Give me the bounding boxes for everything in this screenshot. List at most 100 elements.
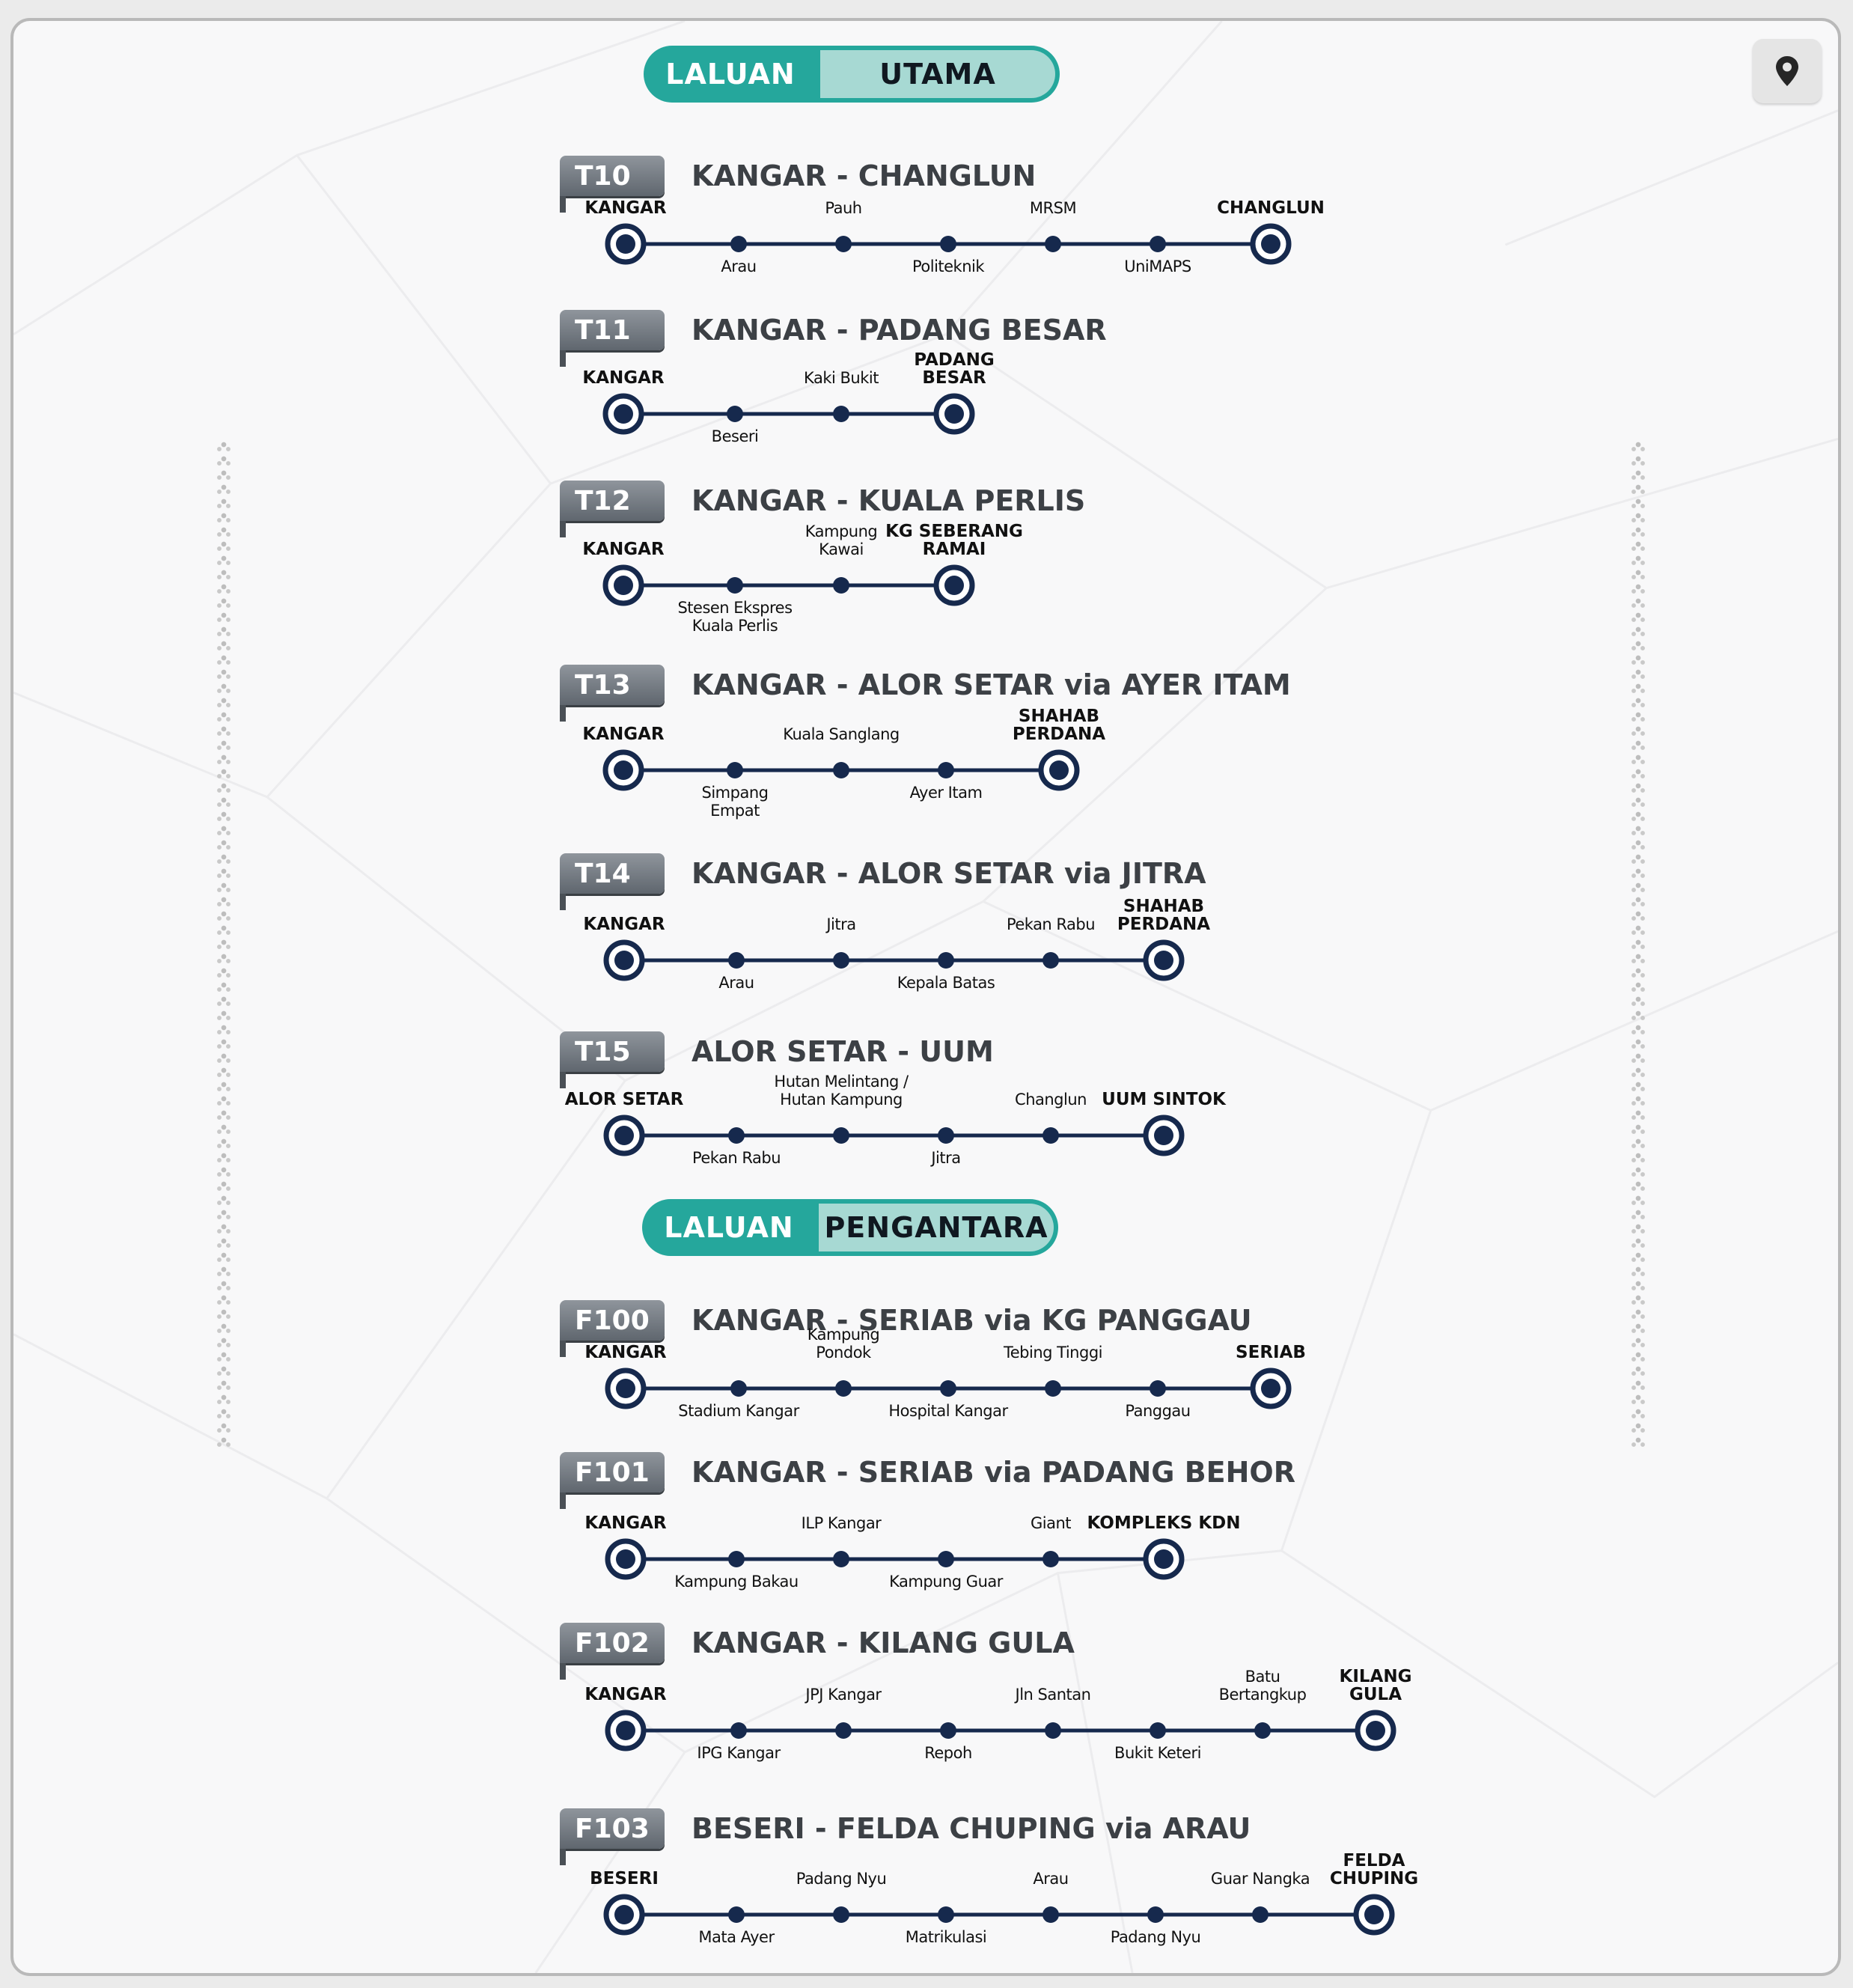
terminal-stop-core: [944, 404, 964, 424]
stop-label: Panggau: [1125, 1402, 1191, 1420]
stop-marker: [835, 1722, 852, 1739]
terminal-stop-core: [614, 1905, 634, 1924]
stop-label: Pekan Rabu: [1006, 915, 1096, 933]
stop-label: Padang Nyu: [796, 1870, 887, 1888]
route-code-tab-fold: [560, 894, 566, 910]
stop-marker: [730, 1722, 747, 1739]
stop-marker: [1045, 1380, 1061, 1397]
terminal-stop-core: [1261, 1379, 1280, 1398]
terminal-stop-core: [1154, 951, 1173, 970]
route-line-diagram: [605, 223, 1292, 265]
stop-label: Mata Ayer: [698, 1928, 775, 1946]
route-code-tab-fold: [560, 1492, 566, 1509]
terminal-stop-core: [616, 234, 635, 254]
route-code-badge: F100: [560, 1300, 665, 1341]
route-line-diagram: [603, 939, 1185, 981]
route-code-tab-fold: [560, 196, 566, 213]
stop-label: Kampung Kawai: [805, 522, 878, 558]
terminal-stop-core: [1261, 234, 1280, 254]
stop-marker: [938, 762, 954, 778]
stop-marker: [1252, 1906, 1269, 1923]
stop-marker: [940, 236, 956, 252]
terminal-stop-label: KILANG GULA: [1339, 1667, 1412, 1704]
stop-marker: [938, 952, 954, 969]
stop-marker: [938, 1551, 954, 1567]
route-code-badge: T13: [560, 665, 665, 705]
stop-label: Kampung Guar: [889, 1573, 1003, 1591]
terminal-stop-label: SERIAB: [1236, 1343, 1306, 1362]
stop-marker: [1150, 236, 1166, 252]
route-code-tab-fold: [560, 521, 566, 537]
route-line-diagram: [603, 1894, 1395, 1936]
terminal-stop-label: CHANGLUN: [1217, 198, 1325, 218]
background-pattern: [13, 21, 1838, 1973]
stop-marker: [1045, 236, 1061, 252]
stop-label: Guar Nangka: [1210, 1870, 1310, 1888]
route-title: KANGAR - CHANGLUN: [692, 159, 1037, 192]
stop-marker: [728, 1551, 745, 1567]
terminal-stop-label: KANGAR: [582, 725, 665, 744]
route-code-tab-fold: [560, 1341, 566, 1357]
terminal-stop-label: KANGAR: [582, 540, 665, 559]
terminal-stop-core: [1366, 1721, 1385, 1740]
stop-label: Simpang Empat: [701, 784, 769, 820]
stop-label: Ayer Itam: [909, 784, 983, 802]
stop-label: Beseri: [711, 427, 759, 445]
stop-marker: [728, 952, 745, 969]
stop-marker: [1045, 1722, 1061, 1739]
stop-marker: [1042, 1906, 1059, 1923]
stop-marker: [1042, 1551, 1059, 1567]
stop-marker: [835, 236, 852, 252]
route-line-diagram: [602, 393, 975, 435]
stop-marker: [940, 1380, 956, 1397]
terminal-stop-label: KANGAR: [584, 198, 667, 218]
location-button[interactable]: [1753, 39, 1822, 103]
terminal-stop-core: [1049, 760, 1069, 780]
terminal-stop-core: [1364, 1905, 1384, 1924]
route-title: KANGAR - KUALA PERLIS: [692, 484, 1086, 517]
map-pin-icon: [1776, 56, 1798, 86]
section-label-right: UTAMA: [820, 50, 1055, 98]
terminal-stop-label: SHAHAB PERDANA: [1012, 707, 1106, 744]
stop-label: Arau: [721, 257, 757, 275]
route-code-badge: F102: [560, 1623, 665, 1663]
route-title: KANGAR - ALOR SETAR via JITRA: [692, 857, 1206, 890]
terminal-stop-label: KANGAR: [584, 1343, 667, 1362]
section-header-utama: LALUAN UTAMA: [591, 46, 1112, 126]
stop-label: IPG Kangar: [697, 1744, 781, 1762]
stop-marker: [938, 1906, 954, 1923]
stop-label: Kaki Bukit: [804, 369, 879, 387]
section-label-left: LALUAN: [664, 1211, 794, 1244]
route-map-card: [10, 18, 1841, 1976]
route-title: BESERI - FELDA CHUPING via ARAU: [692, 1812, 1251, 1845]
terminal-stop-core: [1154, 1549, 1173, 1569]
route-code-tab-fold: [560, 1663, 566, 1680]
stop-label: Kepala Batas: [897, 974, 995, 992]
stop-label: Kampung Pondok: [807, 1326, 880, 1362]
stop-marker: [833, 1551, 849, 1567]
stop-marker: [833, 577, 849, 594]
stop-marker: [833, 1906, 849, 1923]
terminal-stop-core: [614, 951, 634, 970]
route-code-badge: F101: [560, 1452, 665, 1492]
stop-marker: [1147, 1906, 1164, 1923]
route-title: KANGAR - KILANG GULA: [692, 1626, 1075, 1659]
terminal-stop-core: [616, 1549, 635, 1569]
terminal-stop-core: [616, 1379, 635, 1398]
terminal-stop-core: [614, 404, 633, 424]
terminal-stop-label: KG SEBERANG RAMAI: [885, 522, 1023, 559]
route-code-tab-fold: [560, 1849, 566, 1865]
route-title: KANGAR - SERIAB via KG PANGGAU: [692, 1304, 1252, 1337]
terminal-stop-label: KANGAR: [583, 915, 665, 934]
right-ornament: [1630, 440, 1646, 1451]
stop-marker: [728, 1127, 745, 1144]
stop-marker: [940, 1722, 956, 1739]
route-title: KANGAR - ALOR SETAR via AYER ITAM: [692, 668, 1291, 701]
stop-label: Changlun: [1015, 1091, 1087, 1109]
terminal-stop-label: PADANG BESAR: [914, 350, 995, 388]
